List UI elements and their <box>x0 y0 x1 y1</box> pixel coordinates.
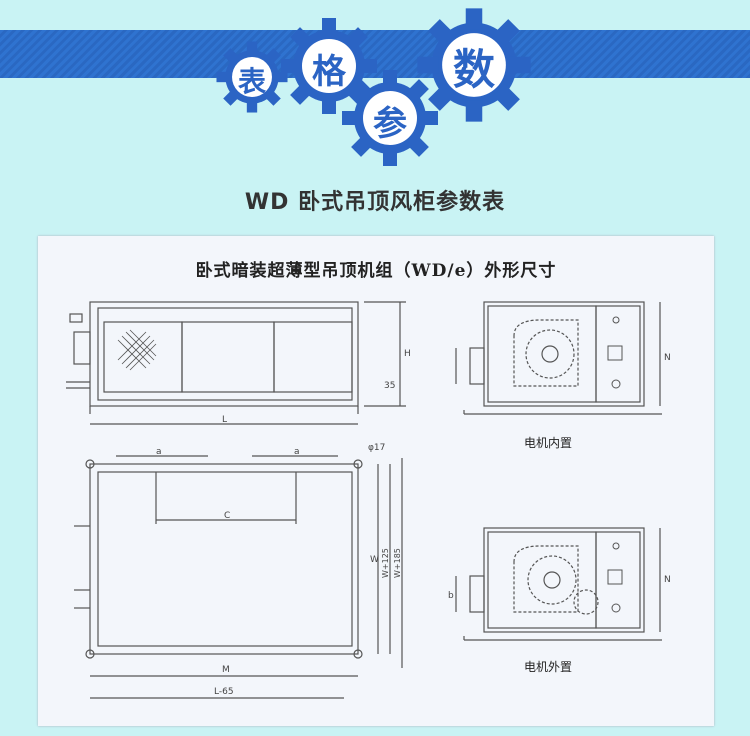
dim-label-b: b <box>448 591 454 601</box>
dim-label-width: W <box>370 555 379 565</box>
gear-icon <box>281 18 377 114</box>
technical-drawing: H 35 L φ17 a a C W W+125 W+185 M L-65 <box>66 301 671 699</box>
dim-label-base: 35 <box>384 381 395 391</box>
caption-motor-internal: 电机内置 <box>524 436 573 450</box>
gear-icon <box>216 41 288 113</box>
dim-label-a: a <box>294 447 300 457</box>
header-char: 格 <box>312 52 346 92</box>
dim-label-m: M <box>222 665 230 675</box>
dim-label-a: a <box>156 447 162 457</box>
dim-label-width-125: W+125 <box>381 548 390 578</box>
header-char: 数 <box>452 45 495 94</box>
header-char: 表 <box>237 65 266 98</box>
gear-icon <box>342 70 438 166</box>
gear-icon <box>417 8 531 122</box>
dim-label-height: H <box>404 349 411 359</box>
dim-label-length: L <box>222 415 227 425</box>
dim-label-width-185: W+185 <box>393 548 402 578</box>
dim-label-length-65: L-65 <box>214 687 234 697</box>
dim-label-n: N <box>664 353 671 363</box>
header-char: 参 <box>373 104 407 144</box>
caption-motor-external: 电机外置 <box>524 660 573 674</box>
drawing-panel: 卧式暗装超薄型吊顶机组（WD/e）外形尺寸 H 35 L <box>38 236 714 726</box>
dim-label-c: C <box>224 511 230 521</box>
drawing-title: 卧式暗装超薄型吊顶机组（WD/e）外形尺寸 <box>195 261 557 281</box>
page-subtitle: WD 卧式吊顶风柜参数表 <box>244 190 506 215</box>
dim-label-n: N <box>664 575 671 585</box>
dim-label-hole: φ17 <box>368 443 385 453</box>
